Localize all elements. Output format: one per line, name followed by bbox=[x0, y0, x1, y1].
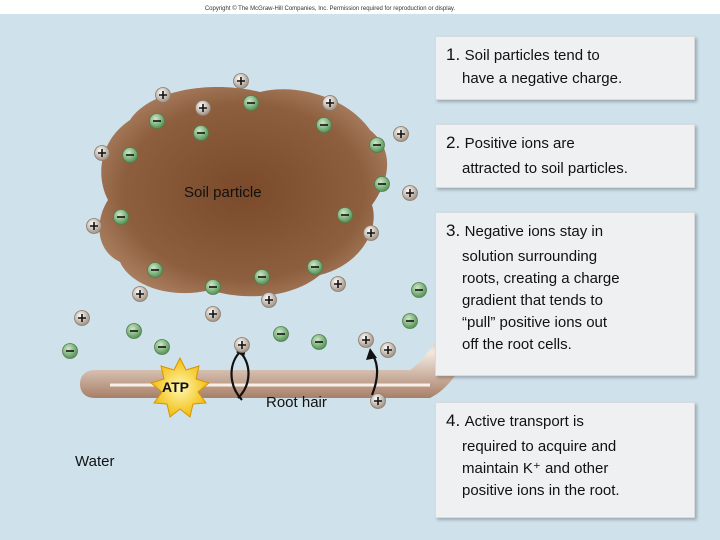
step-number: 4. bbox=[446, 411, 461, 430]
step-text-line: “pull” positive ions out bbox=[462, 314, 608, 331]
plus-sign-icon bbox=[334, 280, 342, 288]
root-hair-label: Root hair bbox=[266, 394, 327, 411]
step-text: Negative ions stay in bbox=[464, 223, 604, 240]
plus-sign-icon bbox=[367, 229, 375, 237]
plus-sign-icon bbox=[159, 91, 167, 99]
step-text-line: solution surrounding bbox=[462, 248, 598, 265]
step-card-1: 1. Soil particles tend to have a negativ… bbox=[435, 36, 695, 100]
plus-sign-icon bbox=[384, 346, 392, 354]
step-number: 2. bbox=[446, 133, 461, 152]
step-text-line: positive ions in the root. bbox=[462, 482, 620, 499]
step-text-line: off the root cells. bbox=[462, 336, 572, 353]
plus-sign-icon bbox=[362, 336, 370, 344]
step-card-4: 4. Active transport is required to acqui… bbox=[435, 402, 695, 518]
soil-particle-label: Soil particle bbox=[184, 184, 262, 201]
step-text: Positive ions are bbox=[464, 135, 575, 152]
step-number: 3. bbox=[446, 221, 461, 240]
water-label: Water bbox=[75, 453, 114, 470]
step-text-line: gradient that tends to bbox=[462, 292, 603, 309]
plus-sign-icon bbox=[78, 314, 86, 322]
ion-layer bbox=[62, 73, 427, 409]
plus-sign-icon bbox=[209, 310, 217, 318]
plus-sign-icon bbox=[136, 290, 144, 298]
step-text: Active transport is bbox=[464, 413, 584, 430]
plus-sign-icon bbox=[374, 397, 382, 405]
plus-sign-icon bbox=[98, 149, 106, 157]
plus-sign-icon bbox=[265, 296, 273, 304]
step-text-line: roots, creating a charge bbox=[462, 270, 620, 287]
atp-label: ATP bbox=[162, 379, 189, 395]
step-text-line: maintain K⁺ and other bbox=[462, 460, 609, 477]
step-text-line: attracted to soil particles. bbox=[462, 160, 628, 177]
step-card-3: 3. Negative ions stay in solution surrou… bbox=[435, 212, 695, 376]
plus-sign-icon bbox=[238, 341, 246, 349]
step-text-line: required to acquire and bbox=[462, 438, 617, 455]
atp-arrow-right bbox=[237, 349, 250, 399]
soil-particle-shape bbox=[99, 87, 388, 297]
step-text-line: have a negative charge. bbox=[462, 70, 623, 87]
atp-burst bbox=[149, 356, 211, 418]
copyright-notice: Copyright © The McGraw-Hill Companies, I… bbox=[204, 6, 456, 12]
plus-sign-icon bbox=[90, 222, 98, 230]
plus-sign-icon bbox=[237, 77, 245, 85]
step-card-2: 2. Positive ions are attracted to soil p… bbox=[435, 124, 695, 188]
plus-sign-icon bbox=[326, 99, 334, 107]
plus-sign-icon bbox=[397, 130, 405, 138]
ion-uptake-arrow-head bbox=[366, 348, 377, 360]
plus-sign-icon bbox=[199, 104, 207, 112]
step-text: Soil particles tend to bbox=[464, 47, 600, 64]
plus-sign-icon bbox=[406, 189, 414, 197]
step-number: 1. bbox=[446, 45, 461, 64]
